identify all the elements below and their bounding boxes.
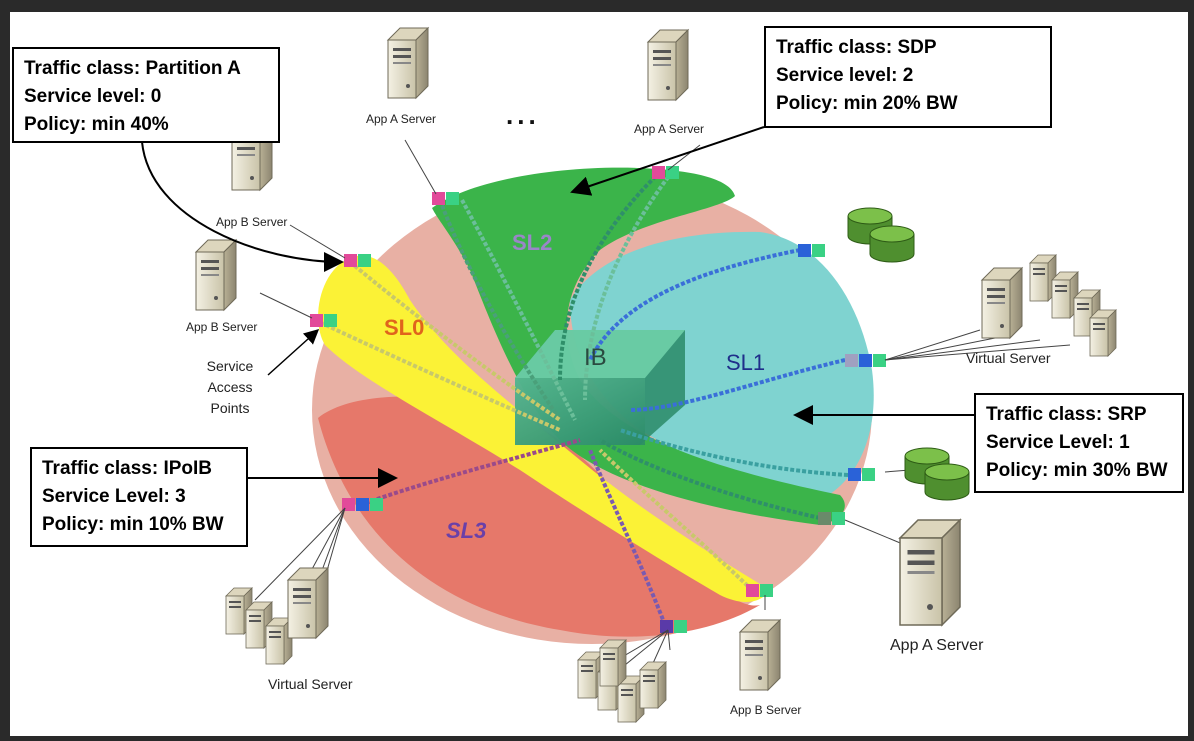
app-b-server-2-label: App B Server: [186, 320, 258, 334]
sl1-label: SL1: [726, 350, 766, 375]
sdp-arrow: [570, 126, 765, 196]
app-a-server-top-right-icon: [647, 29, 689, 101]
ellipsis-label: ...: [506, 100, 540, 130]
app-a-server-bottom-right-icon: [899, 519, 961, 626]
app-a-server-top-left-icon: [387, 27, 429, 99]
virtual-server-right-label: Virtual Server: [966, 350, 1051, 366]
srp-callout: Traffic class: SRP Service Level: 1 Poli…: [974, 393, 1184, 493]
partition-a-policy: Policy: min 40%: [24, 114, 169, 135]
app-b-server-2-icon: [195, 239, 237, 311]
link-traces: [314, 170, 849, 626]
ib-core-cube-front: [515, 378, 645, 445]
app-a-server-top-left-label: App A Server: [366, 112, 437, 126]
partition-a-arrow: [141, 141, 344, 272]
ib-core-cube-top: [515, 330, 685, 378]
sl3-region: [318, 396, 760, 637]
sl0-region: [318, 255, 770, 602]
ports: [310, 166, 886, 633]
partition-a-traffic-class: Traffic class: Partition A: [24, 58, 241, 79]
app-b-server-bottom-label: App B Server: [730, 703, 802, 717]
service-access-points-arrow: [267, 328, 320, 376]
ipoib-service-level: Service Level: 3: [42, 486, 186, 507]
sdp-policy: Policy: min 20% BW: [776, 93, 958, 114]
ipoib-policy: Policy: min 10% BW: [42, 514, 224, 535]
service-access-points-label: Service Access Points: [200, 356, 260, 419]
sl0-label: SL0: [384, 315, 425, 340]
partition-a-callout: Traffic class: Partition A Service level…: [12, 47, 280, 143]
sdp-service-level: Service level: 2: [776, 65, 914, 86]
sdp-callout: Traffic class: SDP Service level: 2 Poli…: [764, 26, 1052, 128]
sdp-traffic-class: Traffic class: SDP: [776, 37, 937, 58]
partition-a-service-level: Service level: 0: [24, 86, 162, 107]
ib-core-label: IB: [584, 344, 607, 371]
sl3-label: SL3: [446, 518, 487, 543]
service-access-points-line-1: Service: [206, 358, 254, 374]
virtual-server-bottom-label: Virtual Server: [268, 676, 353, 692]
service-access-points-line-3: Points: [210, 400, 250, 416]
app-a-server-bottom-right-label: App A Server: [890, 637, 984, 654]
app-b-server-bottom-icon: [739, 619, 781, 691]
srp-service-level: Service Level: 1: [986, 432, 1130, 453]
ipoib-traffic-class: Traffic class: IPoIB: [42, 458, 213, 479]
app-a-server-top-right-label: App A Server: [634, 122, 705, 136]
srp-policy: Policy: min 30% BW: [986, 460, 1168, 481]
sl2-region: [432, 167, 845, 525]
app-b-server-1-label: App B Server: [216, 215, 288, 229]
ipoib-callout: Traffic class: IPoIB Service Level: 3 Po…: [30, 447, 248, 547]
srp-traffic-class: Traffic class: SRP: [986, 404, 1147, 425]
service-access-points-line-2: Access: [207, 379, 253, 395]
sl2-label: SL2: [512, 230, 553, 255]
